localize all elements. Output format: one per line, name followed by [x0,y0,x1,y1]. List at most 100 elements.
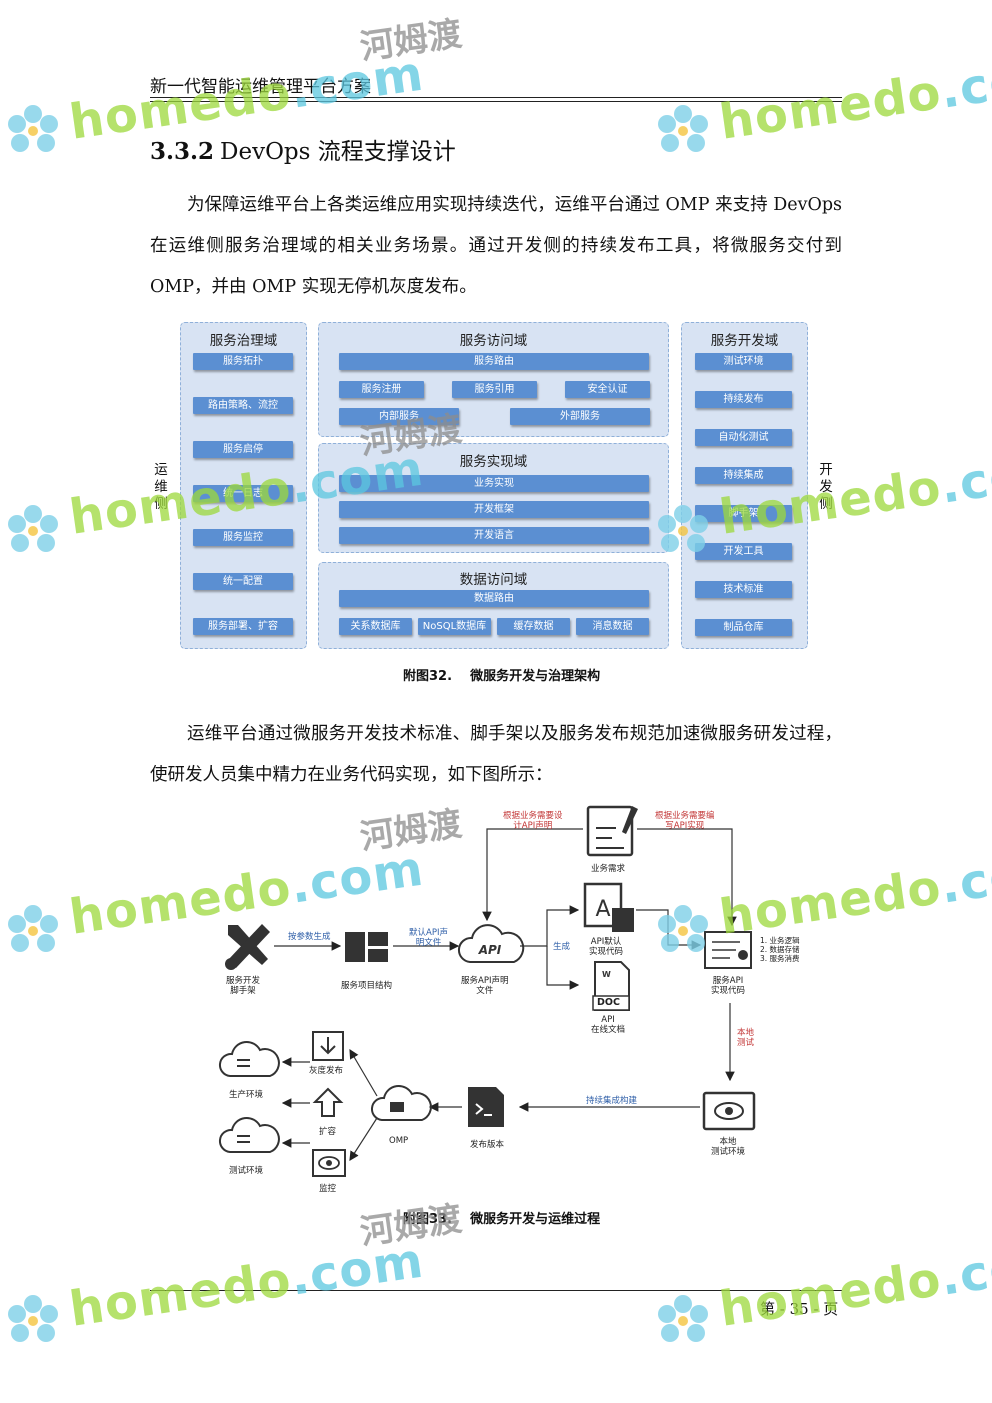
edge-write-api: 根据业务需要编写API实现 [655,811,715,831]
figure-33-caption: 附图33. 微服务开发与运维过程 [403,1212,601,1227]
development-item: 持续集成 [695,467,792,484]
local-env-label: 本地测试环境 [711,1137,745,1157]
gray-release-label: 灰度发布 [309,1066,344,1076]
development-item: 测试环境 [695,353,792,370]
development-item: 自动化测试 [695,429,792,446]
release-label: 发布版本 [470,1140,505,1150]
api-decl-line: 文件 [476,986,494,996]
data-routing-pill: 数据路由 [339,590,649,607]
impl-list-item: 3. 服务消费 [760,954,800,963]
watermark-flower-icon [8,105,58,152]
data-access-item: 消息数据 [576,618,649,635]
svg-text:API: API [478,943,502,957]
omp-cloud-icon [370,1084,432,1121]
implementation-domain-title: 服务实现域 [459,454,528,470]
access-item: 外部服务 [510,408,650,425]
data-access-domain-panel: 数据访问域 数据路由 关系数据库 NoSQL数据库 缓存数据 消息数据 [318,562,669,649]
api-doc-line: 在线文档 [591,1025,626,1035]
api-decl-label: 服务API声明文件 [461,976,508,996]
edge-design-api: 根据业务需要设计API声明 [503,811,563,831]
local-test-env-icon [702,1091,756,1131]
api-decl-line: 服务API声明 [461,976,509,986]
business-requirement-icon [586,805,638,857]
page-number: 第 - 35 - 页 [760,1300,839,1318]
paragraph-1: 为保障运维平台上各类运维应用实现持续迭代，运维平台通过 OMP 来支持 DevO… [150,195,842,297]
development-domain-panel: 服务开发域 测试环境 持续发布 自动化测试 持续集成 脚手架 开发工具 技术标准… [681,322,808,649]
scaffold-icon [225,924,270,970]
flow-arrows [274,828,737,1162]
access-domain-panel: 服务访问域 服务路由 服务注册 服务引用 安全认证 内部服务 外部服务 [318,322,669,437]
scaffold-label-line: 服务开发 [226,976,261,986]
access-item: 内部服务 [339,408,459,425]
api-doc-line: API [601,1015,615,1025]
governance-domain-panel: 服务治理域 服务拓扑 路由策略、流控 服务启停 统一日志 服务监控 统一配置 服… [180,322,307,649]
release-icon [468,1087,504,1127]
watermark-flower-icon [658,505,708,552]
access-item: 服务注册 [339,381,424,398]
doc-badge: DOC [597,997,620,1008]
edge-write-api-line: 写API实现 [665,821,705,831]
implementation-domain-panel: 服务实现域 业务实现 开发框架 开发语言 [318,443,669,553]
edge-design-api-line: 根据业务需要设 [503,811,563,821]
data-access-item: NoSQL数据库 [418,618,491,635]
impl-list-item: 2. 数据存储 [760,945,800,954]
development-item: 脚手架 [695,505,792,522]
api-doc-icon: W [592,961,630,1011]
api-default-code-line: 实现代码 [589,947,624,957]
watermark-flower-icon [8,1295,58,1342]
governance-domain-title: 服务治理域 [209,333,278,349]
project-structure-icon [345,932,388,962]
watermark-flower-icon [8,905,58,952]
edge-ci: 持续集成构建 [586,1096,638,1106]
edge-write-api-line: 根据业务需要编 [655,811,715,821]
header-rule [150,97,842,98]
implementation-item: 业务实现 [339,475,649,492]
local-env-line: 测试环境 [711,1147,746,1157]
monitor-label: 监控 [319,1184,337,1194]
edge-local-test: 本地测试 [737,1028,754,1048]
svg-text:A: A [595,897,610,922]
api-cloud-icon [458,924,525,963]
development-item: 开发工具 [695,543,792,560]
impl-code-icon [704,931,752,969]
impl-list-item: 1. 业务逻辑 [760,936,800,945]
edge-default-api-line: 明文件 [415,938,442,948]
prod-env-cloud-icon [218,1040,280,1077]
governance-item: 服务部署、扩容 [193,618,293,635]
scaffold-label: 服务开发脚手架 [226,976,260,996]
governance-item: 统一配置 [193,573,293,590]
edge-local-test-line: 测试 [737,1038,755,1048]
implementation-item: 开发语言 [339,527,649,544]
edge-generate: 生成 [553,942,571,952]
impl-code-line: 实现代码 [711,986,746,996]
api-default-code-label: API默认实现代码 [589,937,623,957]
governance-item: 服务拓扑 [193,353,293,370]
paragraph-2: 运维平台通过微服务开发技术标准、脚手架以及服务发布规范加速微服务研发过程，使研发… [150,724,842,785]
api-default-code-line: API默认 [590,937,622,947]
access-item: 服务引用 [452,381,537,398]
header-rule-thin [150,101,842,102]
scale-up-icon [312,1087,344,1117]
test-env-label: 测试环境 [229,1166,264,1176]
monitor-icon [312,1149,346,1177]
governance-item: 路由策略、流控 [193,397,293,414]
edge-design-api-line: 计API声明 [513,821,553,831]
edge-generate-by-params: 按参数生成 [288,932,331,942]
service-routing-pill: 服务路由 [339,353,649,370]
watermark-flower-icon [8,505,58,552]
section-title: DevOps 流程支撑设计 [220,139,456,165]
page-header-title: 新一代智能运维管理平台方案 [150,77,371,97]
development-item: 制品仓库 [695,619,792,636]
ops-side-label: 运维侧 [154,462,168,512]
api-default-code-icon: A [583,882,634,932]
scale-label: 扩容 [319,1127,337,1137]
edge-default-api-line: 默认API声 [409,928,448,938]
access-domain-title: 服务访问域 [459,333,528,349]
test-env-cloud-icon [218,1116,280,1153]
section-number: 3.3.2 [150,138,215,165]
